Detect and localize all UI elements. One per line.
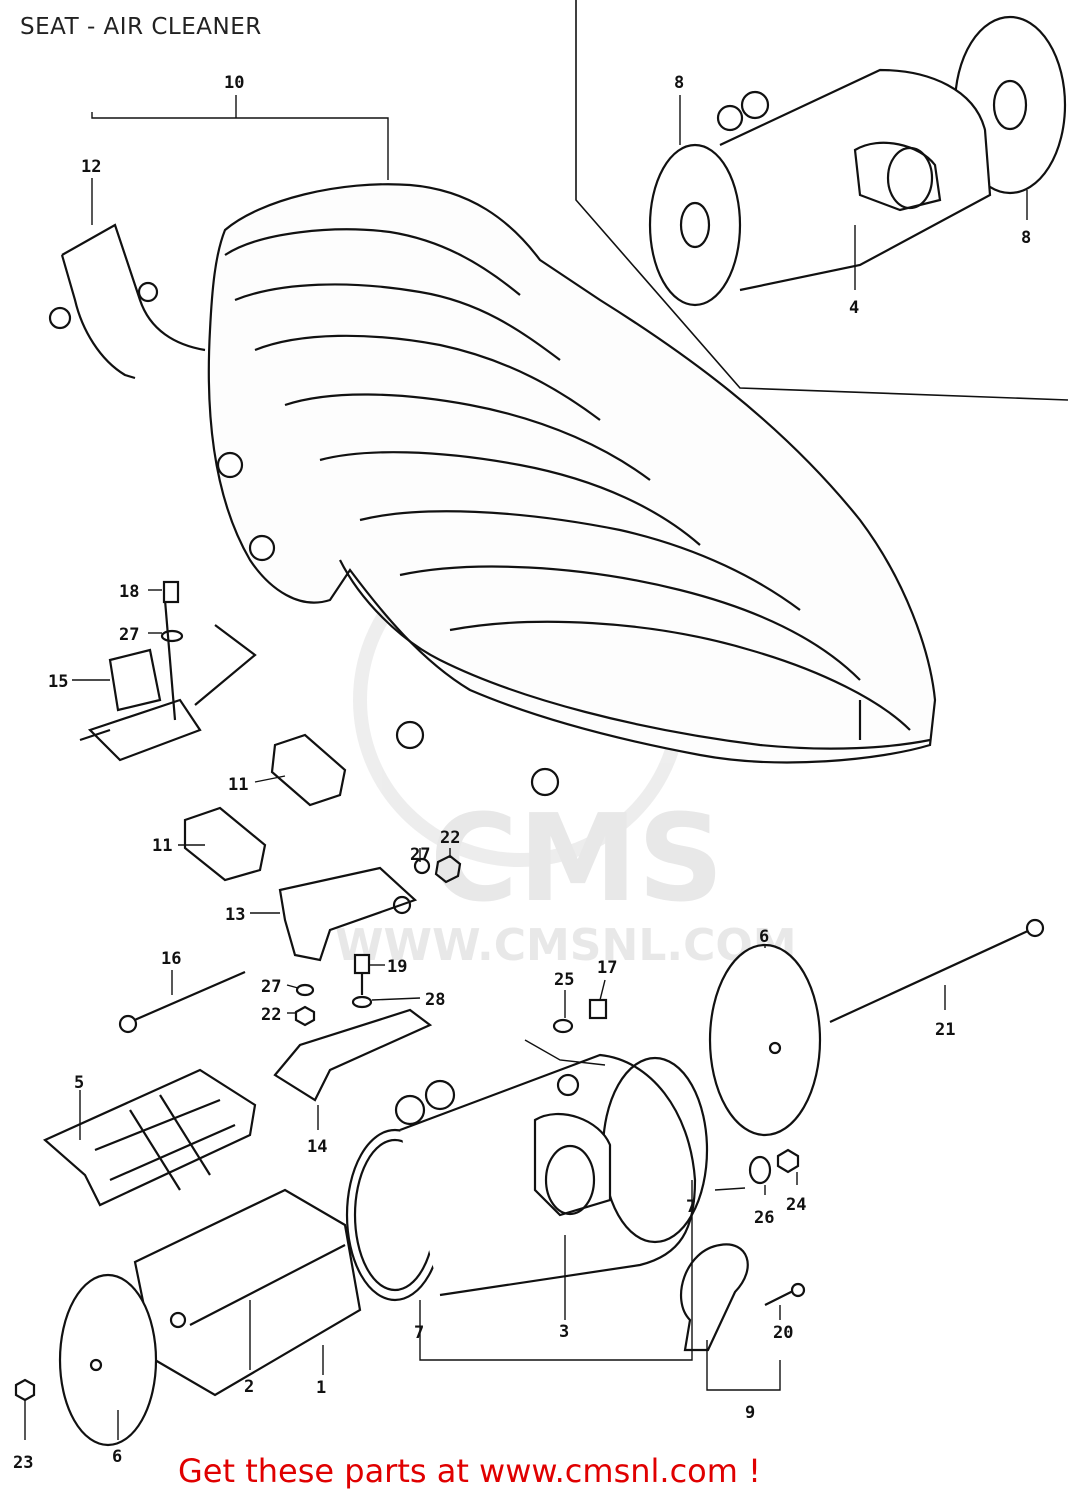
callout-27-top: 27 bbox=[410, 845, 430, 865]
hose-clamp bbox=[680, 1243, 749, 1352]
callout-4: 4 bbox=[849, 298, 859, 318]
footer-link[interactable]: Get these parts at www.cmsnl.com ! bbox=[178, 1452, 761, 1490]
end-cover-left bbox=[58, 1273, 158, 1447]
callout-3: 3 bbox=[559, 1322, 569, 1342]
end-cover-right bbox=[708, 943, 822, 1137]
callout-16: 16 bbox=[161, 949, 181, 969]
inset-frame bbox=[575, 0, 1069, 401]
callout-26: 26 bbox=[754, 1208, 774, 1228]
callout-23: 23 bbox=[13, 1453, 33, 1473]
callout-2: 2 bbox=[244, 1377, 254, 1397]
callout-1: 1 bbox=[316, 1378, 326, 1398]
callout-25: 25 bbox=[554, 970, 574, 990]
callout-12: 12 bbox=[81, 157, 101, 177]
seat-latch bbox=[79, 599, 257, 762]
spring-clip bbox=[48, 223, 206, 380]
spacer-block-b bbox=[270, 733, 347, 807]
seat bbox=[207, 183, 937, 797]
callout-22-top: 22 bbox=[440, 828, 460, 848]
callout-22-bottom: 22 bbox=[261, 1005, 281, 1025]
callout-11-b: 11 bbox=[228, 775, 248, 795]
callout-27-mid: 27 bbox=[119, 625, 139, 645]
callout-5: 5 bbox=[74, 1073, 84, 1093]
cleaner-bracket bbox=[273, 1008, 433, 1102]
watermark-site: WWW.CMSNL.COM bbox=[335, 920, 797, 971]
spacer-block-a bbox=[183, 806, 267, 882]
watermark-brand: CMS bbox=[430, 790, 724, 929]
callout-24: 24 bbox=[786, 1195, 806, 1215]
callout-20: 20 bbox=[773, 1323, 793, 1343]
callout-7-left: 7 bbox=[414, 1323, 424, 1343]
callout-17: 17 bbox=[597, 958, 617, 978]
callout-9: 9 bbox=[745, 1403, 755, 1423]
callout-18: 18 bbox=[119, 582, 139, 602]
callout-28: 28 bbox=[425, 990, 445, 1010]
callout-27-bottom: 27 bbox=[261, 977, 281, 997]
cover-plate bbox=[42, 1068, 257, 1207]
callout-15: 15 bbox=[48, 672, 68, 692]
callout-10: 10 bbox=[224, 73, 244, 93]
air-cleaner-body bbox=[345, 1053, 709, 1302]
callout-8-right: 8 bbox=[1021, 228, 1031, 248]
air-cleaner-upper bbox=[648, 15, 1067, 307]
callout-8-left: 8 bbox=[674, 73, 684, 93]
filter-element bbox=[133, 1188, 362, 1397]
callout-11-a: 11 bbox=[152, 836, 172, 856]
callout-labels: 1 2 3 4 5 6 6 7 7 7 8 8 9 10 11 11 12 13… bbox=[13, 73, 1031, 1473]
page-title: SEAT - AIR CLEANER bbox=[20, 14, 262, 40]
callout-19: 19 bbox=[387, 957, 407, 977]
watermark: CMS WWW.CMSNL.COM bbox=[335, 533, 797, 971]
callout-6-right: 6 bbox=[759, 927, 769, 947]
callout-14: 14 bbox=[307, 1137, 327, 1157]
callout-6-left: 6 bbox=[112, 1447, 122, 1467]
callout-7-right: 7 bbox=[686, 1197, 696, 1217]
seat-bracket bbox=[278, 866, 418, 962]
callout-13: 13 bbox=[225, 905, 245, 925]
callout-21: 21 bbox=[935, 1020, 955, 1040]
